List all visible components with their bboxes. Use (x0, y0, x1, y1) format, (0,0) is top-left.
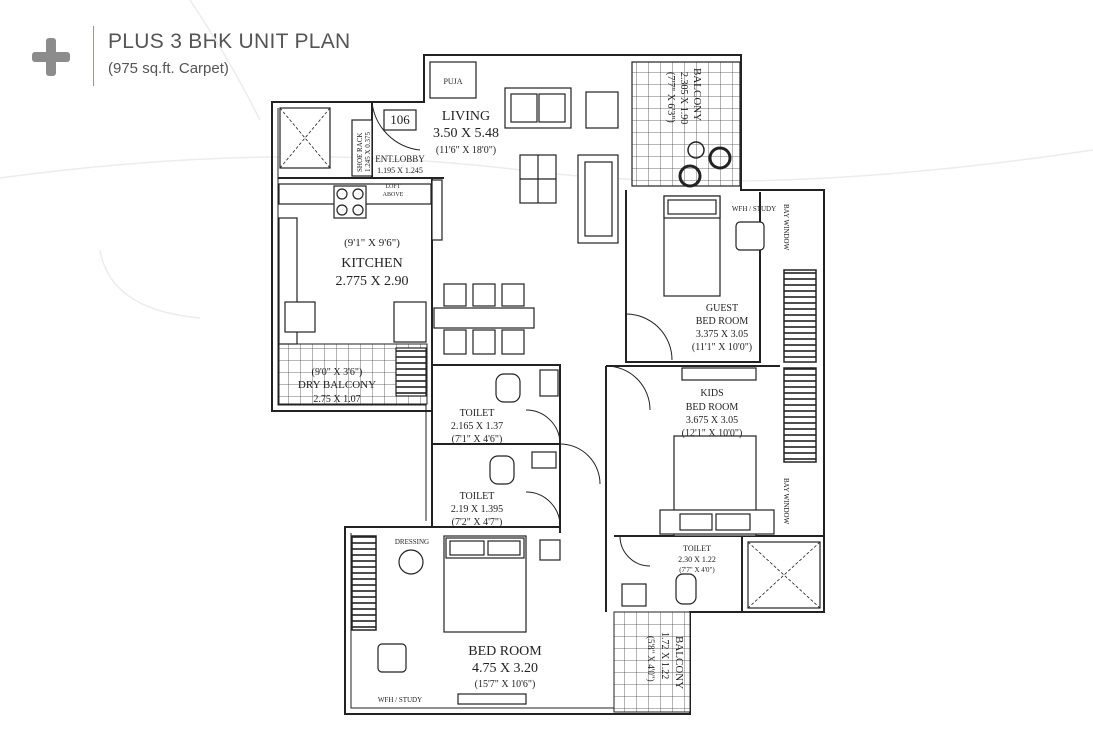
loft-label-2: ABOVE (383, 192, 404, 198)
door-swings (371, 101, 673, 567)
kitchen-fridge-unit (395, 347, 427, 397)
bedroom-size-m: 4.75 X 3.20 (472, 661, 538, 676)
unit-number-label: 106 (390, 112, 410, 127)
kids-bedroom-label-1: KIDS (700, 388, 723, 399)
loft-label-1: LOFT (386, 184, 401, 190)
kitchen-label: KITCHEN (341, 256, 402, 271)
balcony-bottom-size-m: 1.72 X 1.22 (659, 632, 670, 679)
bay-window-guest (783, 269, 817, 363)
toilet-1-label: TOILET (460, 408, 495, 419)
kids-bedroom-size-m: 3.675 X 3.05 (686, 415, 738, 426)
bay-window-1-label: BAY WINDOW (782, 204, 790, 251)
furniture (278, 61, 821, 705)
living-size-m: 3.50 X 5.48 (433, 126, 499, 141)
wardrobe-bedroom (351, 535, 377, 631)
puja-label: PUJA (443, 77, 462, 86)
guest-bedroom-label-1: GUEST (706, 303, 738, 314)
guest-bedroom-size-ft: (11'1" X 10'0") (692, 342, 752, 353)
bedroom-size-ft: (15'7" X 10'6") (475, 679, 536, 690)
dressing-label: DRESSING (395, 538, 429, 546)
toilet-2-size-m: 2.19 X 1.395 (451, 504, 503, 515)
living-label: LIVING (442, 109, 490, 124)
wfh-bottom-label: WFH / STUDY (378, 696, 422, 704)
bay-window-kids (783, 367, 817, 463)
toilet-2-label: TOILET (460, 491, 495, 502)
balcony-top-size-m: 2.305 X 1.90 (678, 72, 689, 124)
balcony-plants (678, 141, 732, 188)
dry-balcony-size-ft: (9'0" X 3'6") (312, 367, 363, 378)
plan-subtitle: (975 sq.ft. Carpet) (108, 60, 229, 77)
balcony-bottom-label: BALCONY (673, 636, 685, 689)
dry-balcony-label: DRY BALCONY (298, 379, 376, 391)
plus-logo-icon (32, 38, 70, 76)
toilet-3-label: TOILET (683, 544, 711, 553)
room-labels: 106 PUJA LIVING 3.50 X 5.48 (11'6" X 18'… (298, 68, 790, 704)
toilet-1-size-ft: (7'1" X 4'6") (452, 434, 503, 445)
bedroom-label: BED ROOM (468, 644, 542, 659)
header-divider (93, 26, 94, 86)
plan-title: PLUS 3 BHK UNIT PLAN (108, 30, 351, 53)
shoe-rack-label: SHOE RACK (356, 133, 364, 172)
bay-window-2-label: BAY WINDOW (782, 478, 790, 525)
ent-lobby-size: 1.195 X 1.245 (377, 166, 423, 175)
balcony-top-label: BALCONY (691, 68, 703, 121)
balcony-bottom-size-ft: (5'8" X 4'0") (646, 636, 656, 682)
wfh-top-label: WFH / STUDY (732, 205, 776, 213)
guest-bedroom-label-2: BED ROOM (696, 316, 749, 327)
dry-balcony-size-m: 2.75 X 1.07 (313, 394, 360, 405)
toilet-3-size-ft: (7'7" X 4'0") (679, 566, 715, 574)
kids-bedroom-size-ft: (12'1" X 10'0") (682, 428, 743, 439)
kitchen-size-ft: (9'1" X 9'6") (344, 237, 400, 249)
toilet-3-size-m: 2.30 X 1.22 (678, 555, 716, 564)
living-size-ft: (11'6" X 18'0") (436, 145, 496, 156)
toilet-2-size-ft: (7'2" X 4'7") (452, 517, 503, 528)
walls (271, 54, 825, 715)
balcony-bottom-floor (613, 611, 691, 713)
ent-lobby-label: ENT.LOBBY (375, 154, 425, 164)
shaft-marks (279, 107, 821, 609)
kitchen-size-m: 2.775 X 2.90 (335, 274, 408, 289)
guest-bedroom-size-m: 3.375 X 3.05 (696, 329, 748, 340)
toilet-1-size-m: 2.165 X 1.37 (451, 421, 503, 432)
shoe-rack-size: 1.245 X 0.375 (364, 131, 372, 172)
balcony-top-size-ft: (7'7" X 6'3") (665, 72, 676, 123)
kids-bedroom-label-2: BED ROOM (686, 402, 739, 413)
